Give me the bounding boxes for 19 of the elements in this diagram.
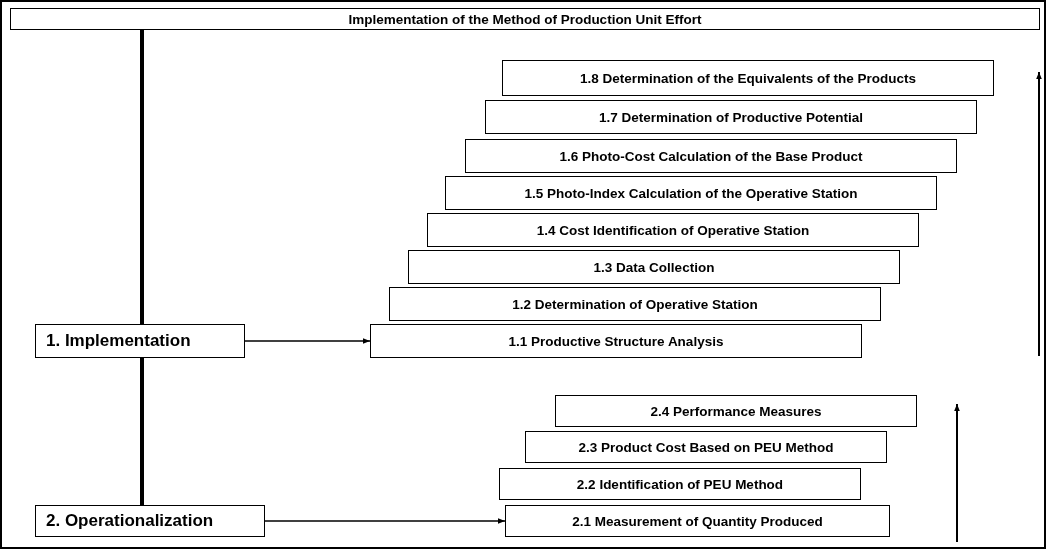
step-box: 1.5 Photo-Index Calculation of the Operative Station bbox=[445, 176, 937, 210]
step-box: 1.8 Determination of the Equivalents of the Products bbox=[502, 60, 994, 96]
step-box: 2.2 Identification of PEU Method bbox=[499, 468, 861, 500]
step-box: 1.7 Determination of Productive Potential bbox=[485, 100, 977, 134]
step-box: 2.3 Product Cost Based on PEU Method bbox=[525, 431, 887, 463]
phase-box: 2. Operationalization bbox=[35, 505, 265, 537]
arrow bbox=[244, 338, 371, 344]
step-box: 1.2 Determination of Operative Station bbox=[389, 287, 881, 321]
step-box: 2.4 Performance Measures bbox=[555, 395, 917, 427]
phase-box: 1. Implementation bbox=[35, 324, 245, 358]
step-box: 2.1 Measurement of Quantity Produced bbox=[505, 505, 890, 537]
connector-line bbox=[140, 358, 144, 505]
step-box: 1.1 Productive Structure Analysis bbox=[370, 324, 862, 358]
step-box: 1.6 Photo-Cost Calculation of the Base Product bbox=[465, 139, 957, 173]
title-box: Implementation of the Method of Production Unit Effort bbox=[10, 8, 1040, 30]
step-box: 1.4 Cost Identification of Operative Station bbox=[427, 213, 919, 247]
arrow bbox=[264, 518, 506, 524]
connector-line bbox=[140, 30, 144, 324]
step-box: 1.3 Data Collection bbox=[408, 250, 900, 284]
